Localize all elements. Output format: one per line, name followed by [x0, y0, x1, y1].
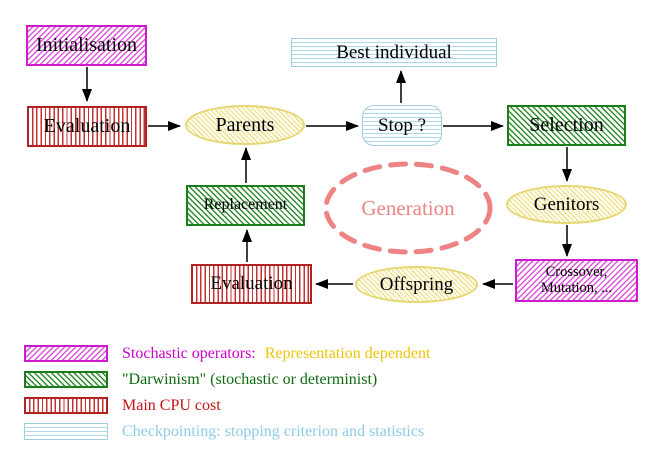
node-evaluation-bottom-label: Evaluation [210, 273, 293, 295]
node-best-individual-label: Best individual [336, 41, 452, 63]
node-stop-label: Stop ? [377, 114, 427, 136]
node-genitors-label: Genitors [533, 193, 600, 215]
node-evaluation-bottom: Evaluation [191, 264, 312, 304]
node-selection-label: Selection [529, 114, 604, 136]
node-replacement-label: Replacement [203, 196, 288, 214]
generation-dashed-ellipse [323, 161, 493, 255]
node-evaluation-top-label: Evaluation [43, 115, 131, 137]
legend-row-darwinism: "Darwinism" (stochastic or determinist) [0, 371, 662, 389]
node-stop: Stop ? [362, 105, 442, 146]
node-initialisation-label: Initialisation [35, 34, 138, 56]
node-initialisation: Initialisation [26, 25, 147, 66]
node-parents-label: Parents [215, 113, 275, 136]
node-replacement: Replacement [186, 185, 305, 226]
node-parents: Parents [185, 105, 305, 145]
legend-swatch-cpu-cost [24, 397, 108, 414]
legend-label-stochastic: Stochastic operators: [122, 345, 256, 362]
node-evaluation-top: Evaluation [27, 106, 147, 147]
node-selection: Selection [507, 105, 626, 146]
node-genitors: Genitors [506, 185, 627, 224]
legend-swatch-stochastic [24, 345, 108, 362]
legend-row-cpu-cost: Main CPU cost [0, 397, 662, 415]
node-best-individual: Best individual [291, 38, 497, 67]
legend-label-darwinism: "Darwinism" (stochastic or determinist) [122, 371, 378, 388]
generation-label: Generation [361, 195, 455, 220]
node-crossover-label-line1: Crossover, [545, 264, 608, 281]
legend-swatch-checkpointing [24, 423, 108, 440]
node-offspring: Offspring [355, 266, 478, 303]
legend-label-representation: Representation dependent [264, 345, 431, 362]
legend-swatch-darwinism [24, 371, 108, 388]
node-crossover-label-line2: Mutation, ... [540, 279, 613, 296]
legend-row-stochastic: Stochastic operators: Representation depe… [0, 345, 662, 363]
node-crossover-mutation: Crossover, Mutation, ... [515, 259, 638, 302]
legend-row-checkpointing: Checkpointing: stopping criterion and st… [0, 423, 662, 441]
legend-label-checkpointing: Checkpointing: stopping criterion and st… [122, 423, 425, 440]
node-offspring-label: Offspring [379, 273, 454, 295]
legend-label-cpu-cost: Main CPU cost [122, 397, 221, 414]
